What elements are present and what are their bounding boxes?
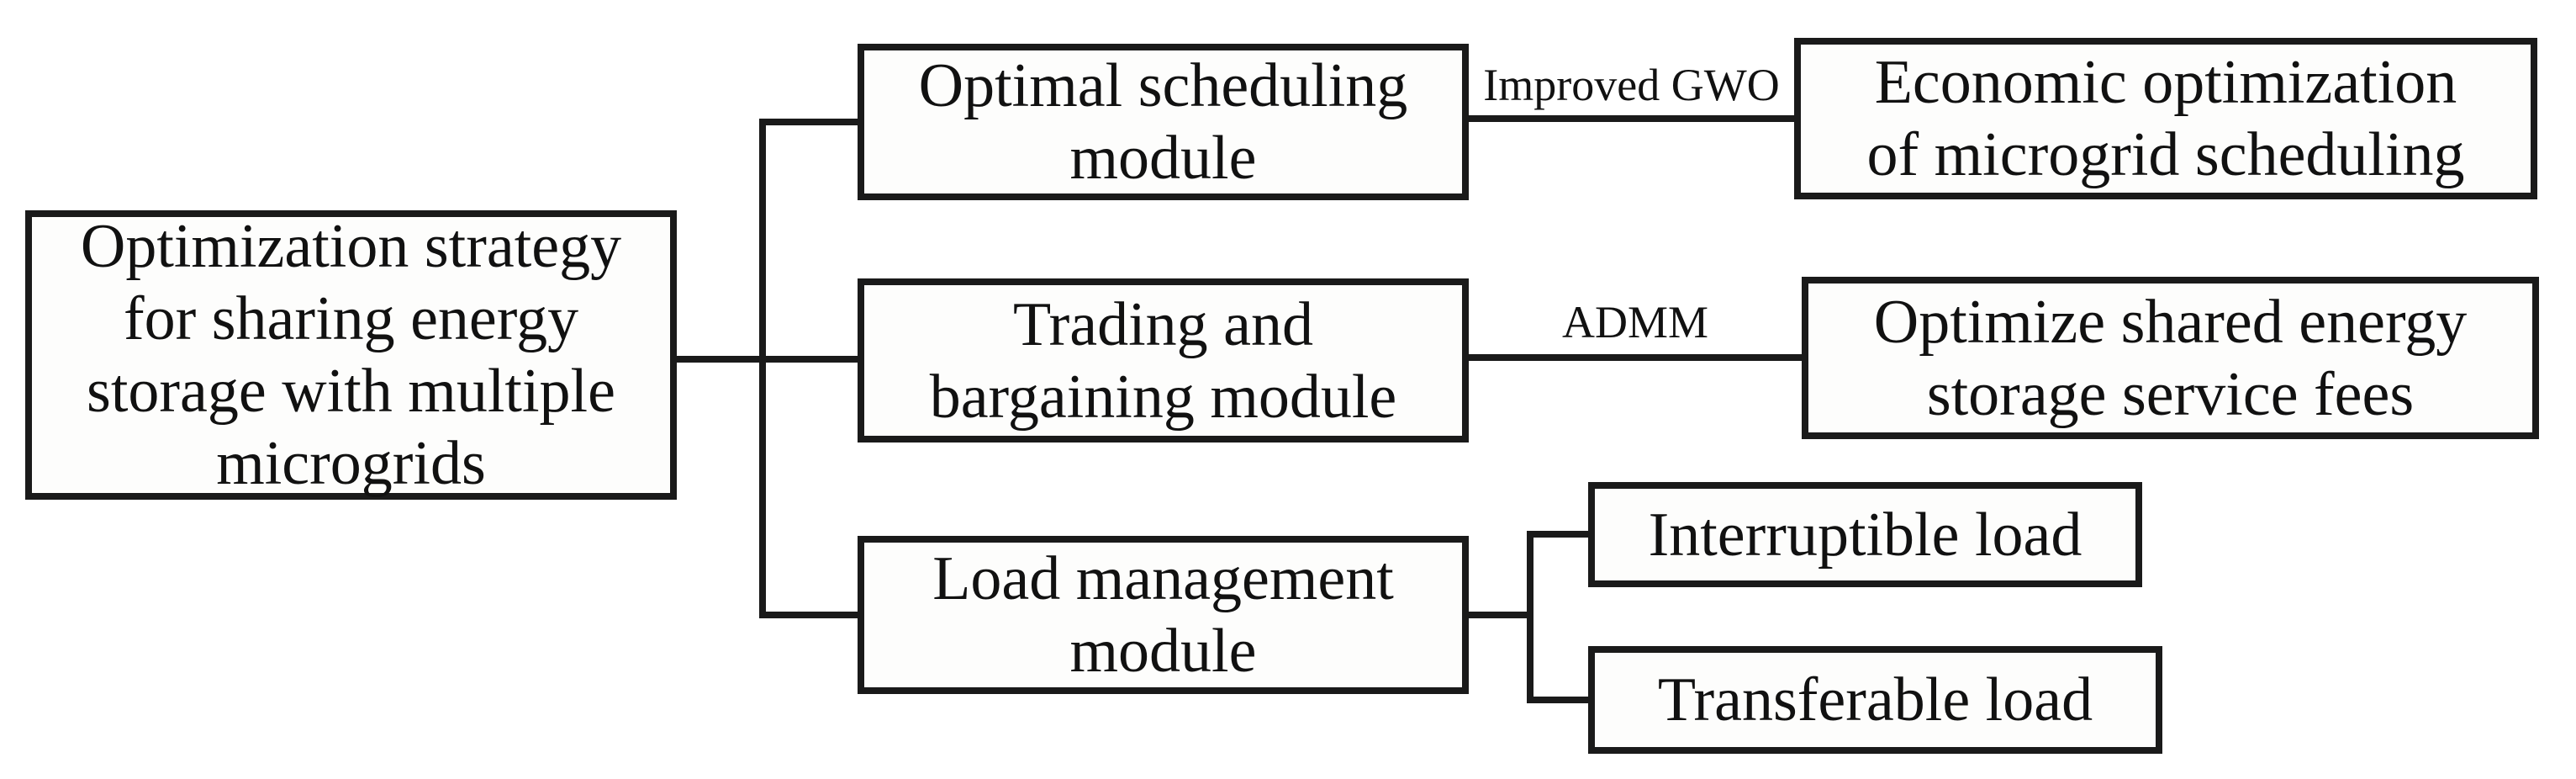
node-economic-optimization: Economic optimization of microgrid sched…: [1794, 38, 2537, 199]
node-optimize-service-fees: Optimize shared energy storage service f…: [1802, 277, 2539, 439]
connector-branch-to-interruptible: [1527, 531, 1592, 538]
edge-label-admm: ADMM: [1561, 297, 1709, 347]
node-trading-bargaining-module: Trading and bargaining module: [858, 278, 1469, 442]
node-transferable-load: Transferable load: [1588, 646, 2162, 754]
connector-trunk-to-optimal: [759, 119, 861, 125]
connector-optimal-to-economic: [1465, 115, 1797, 122]
connector-trunk-to-load: [759, 612, 861, 618]
node-optimal-scheduling-module: Optimal scheduling module: [858, 44, 1469, 200]
connector-branch-to-transferable: [1527, 697, 1592, 703]
connector-main-trunk: [759, 119, 766, 618]
connector-root-to-trading: [675, 356, 861, 363]
node-interruptible-load: Interruptible load: [1588, 482, 2142, 587]
connector-load-to-branch-trunk: [1465, 612, 1533, 618]
connector-branch-trunk: [1527, 531, 1533, 703]
node-optimization-strategy: Optimization strategy for sharing energy…: [25, 210, 677, 500]
edge-label-improved-gwo: Improved GWO: [1483, 60, 1780, 110]
node-load-management-module: Load management module: [858, 536, 1469, 694]
connector-trading-to-fees: [1465, 354, 1805, 361]
